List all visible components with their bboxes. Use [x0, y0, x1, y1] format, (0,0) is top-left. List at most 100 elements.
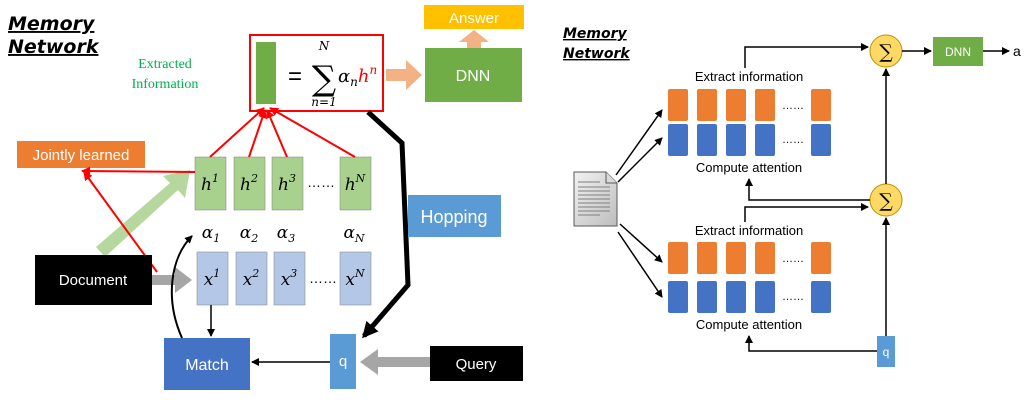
alpha-label: αN [343, 223, 364, 245]
hopping-arrow [362, 110, 411, 339]
hop2-extract-label: Extract information [695, 223, 803, 238]
memory-cell [697, 281, 717, 313]
h-cell-label: h1 [201, 172, 219, 195]
h-cell-label: hN [345, 172, 366, 195]
h-cell-label: h3 [278, 172, 296, 195]
document-icon [573, 171, 618, 227]
formula-term: αnhn [338, 63, 377, 89]
left-q-label: q [339, 353, 347, 370]
h-memory-cells [194, 156, 372, 211]
memory-cell [726, 124, 746, 156]
match-to-alpha-arrow [170, 235, 193, 339]
extracted-vector [256, 42, 276, 104]
left-dnn-label: DNN [456, 68, 491, 85]
memory-cell [668, 281, 688, 313]
hop2-orange-row [668, 242, 831, 274]
x-cell-label: x2 [243, 267, 260, 290]
document-to-memory-arrows [615, 109, 663, 298]
memory-cell [668, 242, 688, 274]
hop2-blue-row [668, 281, 831, 313]
answer-label: Answer [449, 10, 499, 27]
memory-cell [726, 89, 746, 121]
h-to-extracted-lines [209, 107, 356, 158]
hop2-orange-dots: …… [782, 253, 804, 265]
query-to-q-arrow [360, 349, 430, 375]
alpha-label: α3 [277, 223, 295, 245]
h-cell [271, 156, 304, 211]
left-q-box [330, 334, 356, 389]
x-cell [339, 251, 372, 306]
x-cell [235, 251, 268, 306]
x-cell [196, 251, 229, 306]
hopping-label: Hopping [420, 207, 487, 227]
h-dots: …… [307, 174, 335, 190]
hop2-blue-dots: …… [782, 291, 804, 303]
formula-sigma: ∑ [312, 59, 336, 99]
h-cell-label: h2 [240, 172, 258, 195]
alpha-label: α2 [240, 223, 258, 245]
memory-cell [811, 281, 831, 313]
memory-cell [755, 89, 775, 121]
hop1-orange-row [668, 89, 831, 121]
bottom-sum-symbol: ∑ [879, 190, 893, 212]
memory-cell [811, 89, 831, 121]
query-box [430, 346, 523, 381]
jointly-learned-label: Jointly learned [33, 147, 130, 164]
extracted-information-label-2: Information [132, 77, 199, 92]
h-cell [233, 156, 266, 211]
x-cell-label: x3 [281, 267, 298, 290]
memory-cell [755, 242, 775, 274]
top-sum-symbol: ∑ [879, 41, 893, 63]
hop1-orange-dots: …… [782, 100, 804, 112]
left-document-box [35, 255, 152, 305]
left-title-line2: Network [8, 36, 100, 58]
memory-cell [697, 242, 717, 274]
right-dnn-label: DNN [945, 45, 971, 59]
memory-cell [697, 89, 717, 121]
memory-cell [697, 124, 717, 156]
jointly-learned-box [17, 141, 145, 168]
left-document-label: Document [59, 272, 128, 289]
memory-cell [668, 89, 688, 121]
memory-cell [811, 124, 831, 156]
hop1-extract-label: Extract information [695, 69, 803, 84]
alpha-label: α1 [202, 223, 220, 245]
formula-equals: = [288, 63, 302, 90]
document-to-memory-arrow [96, 170, 190, 257]
right-q-label: q [883, 345, 890, 359]
left-title-line1: Memory [8, 13, 96, 35]
memory-cell [755, 281, 775, 313]
right-title-line2: Network [563, 46, 631, 62]
answer-box [424, 5, 524, 29]
h-cell [339, 156, 372, 211]
h-cell [194, 156, 227, 211]
hop1-blue-row [668, 124, 831, 156]
memory-cell [726, 242, 746, 274]
right-title-line1: Memory [563, 26, 628, 42]
query-label: Query [456, 356, 497, 373]
left-dnn-box [425, 48, 522, 102]
formula-to-dnn-arrow [386, 60, 422, 90]
hopping-box [408, 195, 501, 237]
x-cell-label: x1 [204, 267, 221, 290]
formula-sum-lower: n=1 [311, 95, 336, 109]
hop1-blue-dots: …… [782, 134, 804, 146]
hop1-attention-label: Compute attention [696, 160, 802, 175]
right-q-box [877, 336, 895, 367]
right-dnn-box [933, 37, 983, 66]
formula-sum-upper: N [318, 39, 330, 53]
dnn-to-answer-arrow [459, 30, 489, 48]
x-cell [273, 251, 306, 306]
x-cell-label: xN [345, 267, 365, 290]
right-connectors [744, 43, 890, 352]
x-dots: …… [309, 270, 337, 286]
memory-cell [755, 124, 775, 156]
memory-cell [668, 124, 688, 156]
extracted-information-label-1: Extracted [138, 57, 192, 72]
memory-cell [811, 242, 831, 274]
x-memory-cells [196, 251, 372, 306]
match-box [164, 338, 250, 390]
output-label: a [1013, 43, 1021, 59]
match-label: Match [185, 357, 229, 374]
